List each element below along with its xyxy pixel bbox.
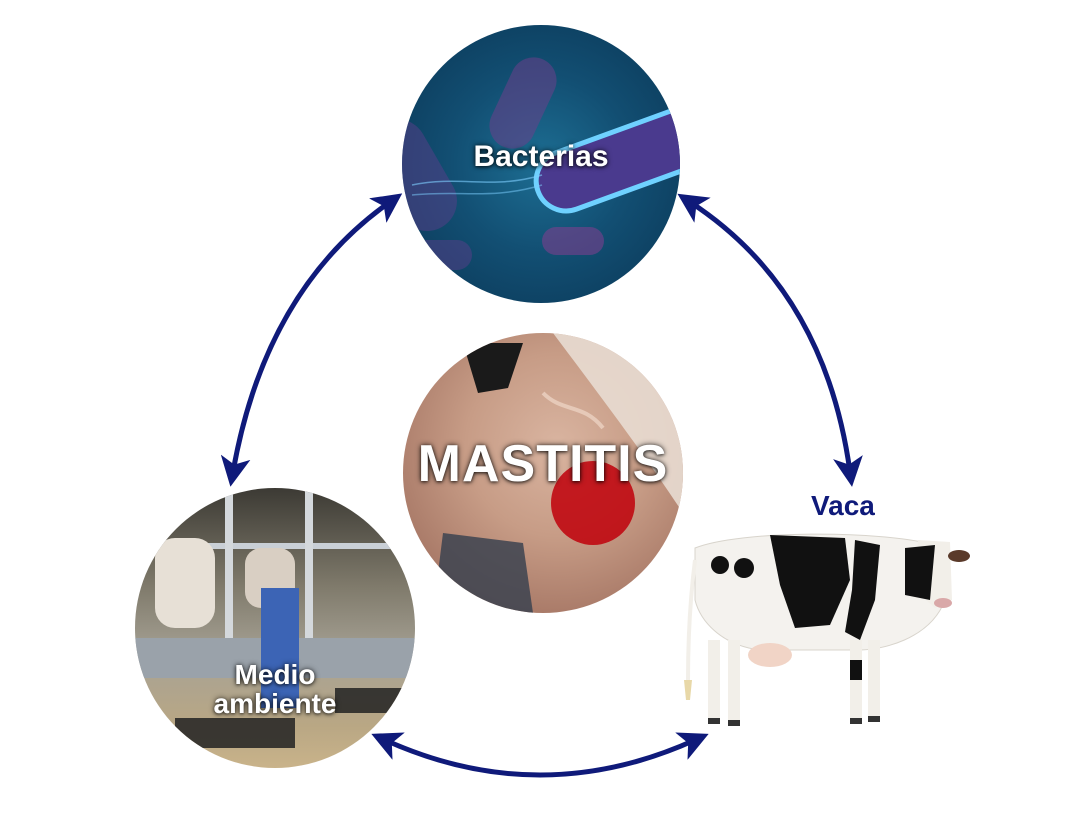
arrow-medio-vaca <box>371 732 709 778</box>
vaca-label: Vaca <box>811 490 875 521</box>
medio-ambiente-node: Medio ambiente <box>135 488 415 768</box>
arrow-bacterias-vaca <box>677 193 863 487</box>
medio-ambiente-label-line2: ambiente <box>213 688 337 720</box>
medio-ambiente-label-line1: Medio <box>234 659 316 690</box>
mastitis-node: MASTITIS <box>403 333 683 613</box>
infection-spot <box>551 461 635 545</box>
bacterias-label: Bacterias <box>473 140 609 173</box>
milking-parlor-image <box>135 488 415 748</box>
medio-ambiente-label: Medio ambiente <box>135 660 415 719</box>
mastitis-label: MASTITIS <box>417 435 669 493</box>
arrow-bacterias-medio <box>220 193 403 487</box>
bacterias-node: Bacterias <box>402 25 680 303</box>
